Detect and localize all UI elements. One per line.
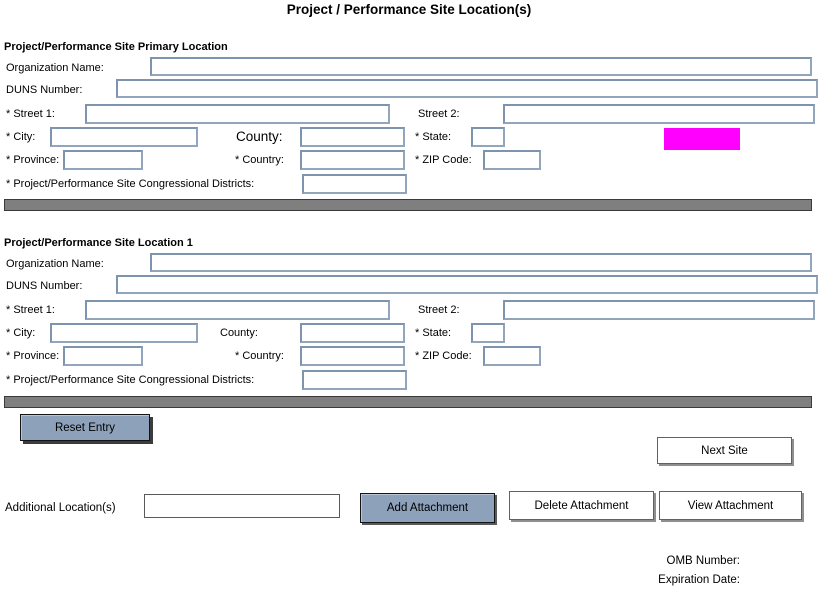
s2-street1-label: * Street 1:: [6, 304, 55, 316]
s1-country-label: * Country:: [235, 154, 284, 166]
s2-city-label: * City:: [6, 327, 36, 339]
s1-street1-label: * Street 1:: [6, 108, 55, 120]
s1-section-header: Project/Performance Site Primary Locatio…: [4, 41, 228, 53]
next-site-button[interactable]: Next Site: [657, 437, 792, 464]
s2-street2-label: Street 2:: [418, 304, 460, 316]
additional-locations-input[interactable]: [144, 494, 340, 518]
s1-country-input[interactable]: [300, 150, 405, 170]
s2-organization-name-input[interactable]: [150, 253, 812, 272]
expiration-date-label: Expiration Date:: [658, 574, 740, 586]
s1-duns-number-label: DUNS Number:: [6, 84, 83, 96]
section-separator-bar: [4, 396, 812, 408]
s2-state-label: * State:: [415, 327, 452, 339]
add-attachment-button[interactable]: Add Attachment: [360, 493, 495, 523]
s2-country-input[interactable]: [300, 346, 405, 366]
s1-street1-input[interactable]: [85, 104, 390, 124]
s1-zip-code-label: * ZIP Code:: [415, 154, 472, 166]
view-attachment-button[interactable]: View Attachment: [659, 491, 802, 520]
s1-congressional-districts-label: * Project/Performance Site Congressional…: [6, 178, 255, 190]
s2-state-input[interactable]: [471, 323, 505, 343]
s2-city-input[interactable]: [50, 323, 198, 343]
omb-number-label: OMB Number:: [666, 555, 741, 567]
s2-congressional-districts-label: * Project/Performance Site Congressional…: [6, 374, 255, 386]
s2-duns-number-label: DUNS Number:: [6, 280, 83, 292]
magenta-highlight-box: [664, 128, 740, 150]
s2-country-label: * Country:: [235, 350, 284, 362]
s2-county-input[interactable]: [300, 323, 405, 343]
s2-zip-code-input[interactable]: [483, 346, 541, 366]
s2-zip-code-label: * ZIP Code:: [415, 350, 472, 362]
s1-organization-name-label: Organization Name:: [6, 62, 104, 74]
delete-attachment-button[interactable]: Delete Attachment: [509, 491, 654, 520]
s2-province-label: * Province:: [6, 350, 60, 362]
s1-state-input[interactable]: [471, 127, 505, 147]
page-title: Project / Performance Site Location(s): [286, 2, 532, 17]
s1-city-input[interactable]: [50, 127, 198, 147]
s1-duns-number-input[interactable]: [116, 79, 818, 98]
s1-organization-name-input[interactable]: [150, 57, 812, 76]
s1-street2-input[interactable]: [503, 104, 815, 124]
s1-province-label: * Province:: [6, 154, 60, 166]
s1-state-label: * State:: [415, 131, 452, 143]
reset-entry-button[interactable]: Reset Entry: [20, 414, 150, 441]
s2-province-input[interactable]: [63, 346, 143, 366]
s2-duns-number-input[interactable]: [116, 275, 818, 294]
s1-province-input[interactable]: [63, 150, 143, 170]
s2-section-header: Project/Performance Site Location 1: [4, 237, 193, 249]
s2-congressional-districts-input[interactable]: [302, 370, 407, 390]
s1-county-input[interactable]: [300, 127, 405, 147]
s2-street2-input[interactable]: [503, 300, 815, 320]
s2-organization-name-label: Organization Name:: [6, 258, 104, 270]
additional-locations-label: Additional Location(s): [5, 502, 116, 514]
s1-city-label: * City:: [6, 131, 36, 143]
s1-street2-label: Street 2:: [418, 108, 460, 120]
s1-county-label: County:: [236, 129, 283, 144]
section-separator-bar: [4, 199, 812, 211]
s2-street1-input[interactable]: [85, 300, 390, 320]
s1-zip-code-input[interactable]: [483, 150, 541, 170]
s2-county-label: County:: [220, 327, 258, 339]
s1-congressional-districts-input[interactable]: [302, 174, 407, 194]
